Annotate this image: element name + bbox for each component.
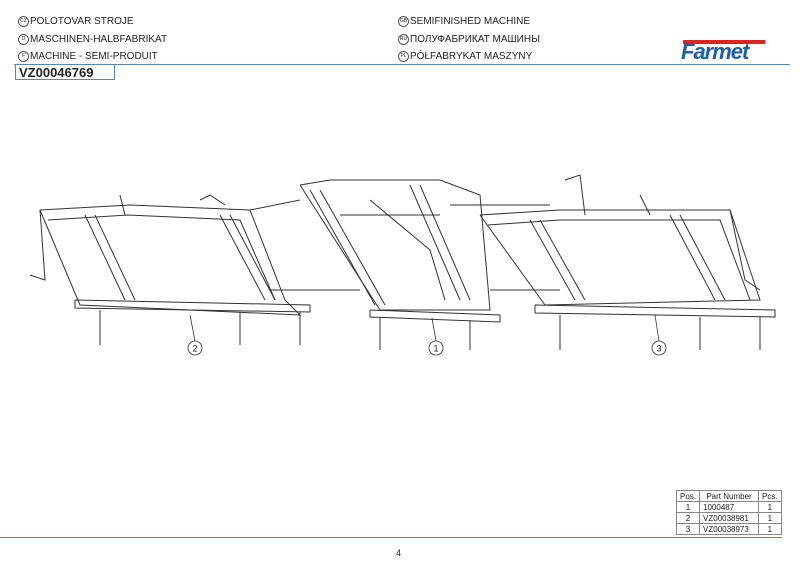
callout-2: 2 — [192, 344, 197, 354]
frame-2 — [29, 194, 311, 345]
cell-pos: 3 — [675, 523, 701, 535]
table-header: Pos. Part Number Pcs. — [675, 490, 782, 502]
lang-badge: GB — [398, 16, 409, 27]
lang-badge: F — [18, 51, 29, 62]
callouts — [187, 314, 667, 356]
footer-rule — [0, 537, 782, 538]
cell-pcs: 1 — [758, 512, 782, 524]
farmet-logo: Farmet — [681, 39, 749, 65]
callout-1: 1 — [433, 344, 438, 354]
title-text: ПОЛУФАБРИКАТ МАШИНЫ — [410, 34, 540, 46]
frame-3 — [479, 174, 776, 350]
header-pos: Pos. — [675, 490, 701, 502]
header-pcs: Pcs. — [758, 490, 782, 502]
lang-badge: RU — [398, 34, 409, 45]
cell-pos: 1 — [675, 501, 701, 513]
logo-text: Farmet — [681, 39, 749, 64]
cell-part-number: VZ00038981 — [699, 512, 760, 524]
frame-1 — [249, 179, 560, 350]
title-text: SEMIFINISHED MACHINE — [410, 16, 531, 28]
cell-pcs: 1 — [758, 501, 782, 513]
page-number: 4 — [396, 548, 402, 558]
callout-3: 3 — [656, 344, 661, 354]
cell-pos: 2 — [675, 512, 701, 524]
title-text: MASCHINEN-HALBFABRIKAT — [30, 34, 168, 46]
header-rule — [14, 64, 790, 65]
title-text: PÓŁFABRYKAT MASZYNY — [410, 51, 533, 63]
cell-part-number: 1000487 — [699, 501, 760, 513]
lang-badge: D — [18, 34, 29, 45]
lang-badge: CZ — [18, 16, 29, 27]
title-text: POLOTOVAR STROJE — [30, 16, 134, 28]
cell-pcs: 1 — [758, 523, 782, 535]
header-part-number: Part Number — [699, 490, 760, 502]
cell-part-number: VZ00038973 — [699, 523, 760, 535]
part-number: VZ00046769 — [15, 64, 115, 80]
lang-badge: PL — [398, 51, 409, 62]
title-text: MACHINE - SEMI-PRODUIT — [30, 51, 158, 63]
logo-bar — [683, 40, 765, 44]
